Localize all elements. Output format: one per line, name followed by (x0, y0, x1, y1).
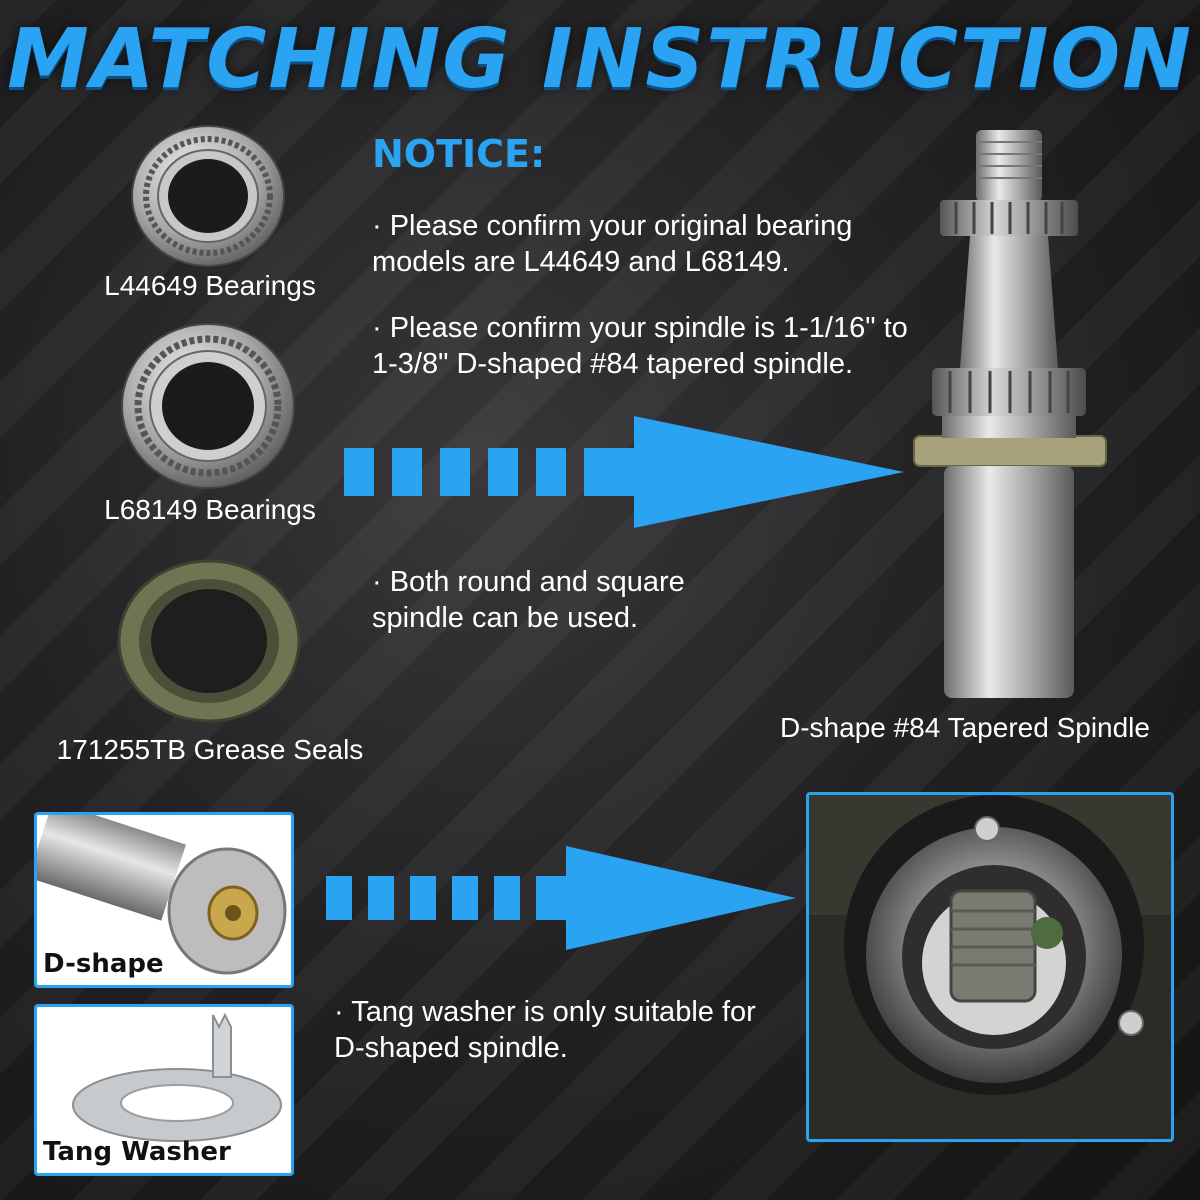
notice-item-spindle-shape: · Both round and square spindle can be u… (372, 566, 685, 634)
bearing-l44649-image (131, 125, 285, 267)
notice-item-spindle-size: · Please confirm your spindle is 1-1/16"… (372, 312, 908, 380)
d-shape-tile: D-shape (34, 812, 294, 988)
tapered-spindle-caption: D-shape #84 Tapered Spindle (780, 712, 1150, 743)
installed-spindle-photo (806, 792, 1174, 1142)
grease-seal-caption: 171255TB Grease Seals (56, 734, 364, 765)
bearing-l68149-caption: L68149 Bearings (104, 494, 316, 525)
installed-spindle-image (809, 795, 1171, 1139)
d-shape-label: D-shape (43, 949, 164, 979)
tang-washer-label: Tang Washer (43, 1137, 231, 1167)
tang-washer-note: · Tang washer is only suitable for D-sha… (334, 996, 756, 1064)
arrow-right-icon (344, 416, 904, 528)
arrow-right-icon (326, 846, 796, 950)
d-shape-spindle-image (37, 815, 287, 975)
bearing-l44649-caption: L44649 Bearings (104, 270, 316, 301)
notice-heading: NOTICE: (372, 132, 546, 176)
bearing-l68149-image (121, 323, 295, 489)
notice-item-bearing-models: · Please confirm your original bearing m… (372, 210, 853, 278)
grease-seal-image (117, 559, 301, 723)
tang-washer-image (72, 1012, 282, 1142)
tapered-spindle-image (913, 130, 1107, 698)
page-title: MATCHING INSTRUCTION (7, 12, 1193, 107)
tang-washer-tile: Tang Washer (34, 1004, 294, 1176)
